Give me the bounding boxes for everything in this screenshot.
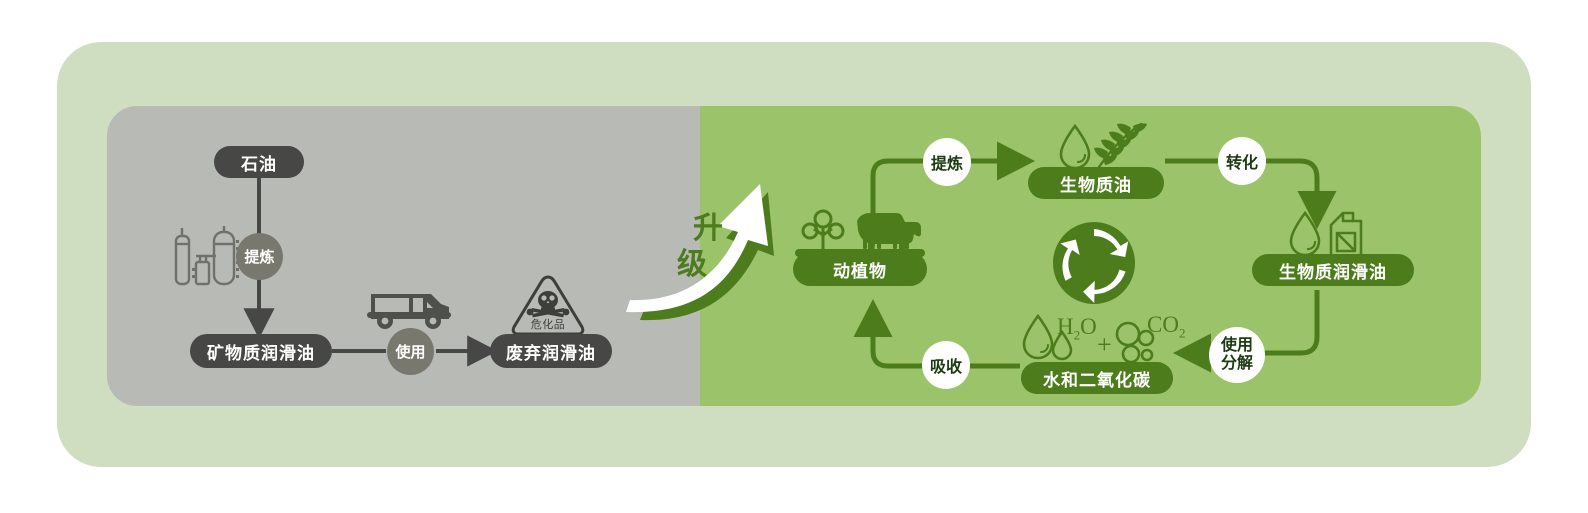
node-plants-animals-label: 动植物 bbox=[833, 261, 887, 281]
node-plants-animals[interactable]: 动植物 bbox=[793, 252, 927, 286]
formula-h2o-sub: 2 bbox=[1073, 327, 1081, 343]
refinery-icon bbox=[172, 222, 248, 293]
step-absorb[interactable]: 吸收 bbox=[922, 341, 970, 389]
step-use-decompose-label-1: 使用 bbox=[1220, 337, 1253, 354]
node-biomass-lubricant-label: 生物质润滑油 bbox=[1279, 262, 1387, 282]
node-waste-lubricant-label: 废弃润滑油 bbox=[506, 343, 596, 363]
formula-co2: CO2 bbox=[1147, 312, 1185, 342]
formula-co2-sub: 2 bbox=[1178, 325, 1186, 341]
node-water-co2-label: 水和二氧化碳 bbox=[1043, 370, 1151, 390]
node-biomass-oil-label: 生物质油 bbox=[1060, 175, 1132, 195]
step-refine-bio[interactable]: 提炼 bbox=[923, 138, 971, 186]
node-mineral-lubricant-label: 矿物质润滑油 bbox=[207, 343, 315, 363]
formula-h2o-tail: O bbox=[1080, 314, 1097, 339]
node-biomass-oil[interactable]: 生物质油 bbox=[1028, 167, 1164, 199]
node-biomass-lubricant[interactable]: 生物质润滑油 bbox=[1252, 254, 1414, 286]
step-convert-label: 转化 bbox=[1225, 155, 1258, 172]
step-refine-traditional[interactable]: 提炼 bbox=[236, 233, 283, 280]
hazard-icon: 危化品 bbox=[508, 272, 588, 343]
step-use-traditional[interactable]: 使用 bbox=[387, 328, 434, 375]
upgrade-label-1: 升 bbox=[693, 212, 723, 245]
step-use-traditional-label: 使用 bbox=[395, 345, 426, 361]
step-refine-bio-label: 提炼 bbox=[930, 156, 963, 173]
step-absorb-label: 吸收 bbox=[929, 359, 962, 376]
step-refine-traditional-label: 提炼 bbox=[244, 250, 275, 266]
node-petroleum-label: 石油 bbox=[241, 154, 277, 174]
upgrade-arrow: 升 级 bbox=[618, 182, 778, 335]
step-use-decompose-label-2: 分解 bbox=[1220, 355, 1253, 372]
node-waste-lubricant[interactable]: 废弃润滑油 bbox=[490, 334, 612, 368]
upgrade-label-2: 级 bbox=[677, 248, 707, 281]
step-use-decompose[interactable]: 使用 分解 bbox=[1209, 327, 1265, 383]
hazard-label: 危化品 bbox=[531, 317, 566, 331]
droplet-wheat-icon bbox=[1053, 122, 1149, 181]
formula-h2o-main: H bbox=[1057, 314, 1074, 339]
recycle-icon bbox=[1053, 222, 1135, 309]
step-convert[interactable]: 转化 bbox=[1218, 137, 1266, 185]
truck-icon bbox=[365, 288, 455, 335]
node-mineral-lubricant[interactable]: 矿物质润滑油 bbox=[190, 334, 332, 368]
formula-co2-main: CO bbox=[1147, 312, 1179, 337]
plus-symbol: + bbox=[1097, 330, 1112, 359]
node-petroleum[interactable]: 石油 bbox=[214, 146, 304, 178]
node-water-co2[interactable]: 水和二氧化碳 bbox=[1021, 362, 1173, 394]
formula-h2o: H2O bbox=[1057, 314, 1097, 344]
